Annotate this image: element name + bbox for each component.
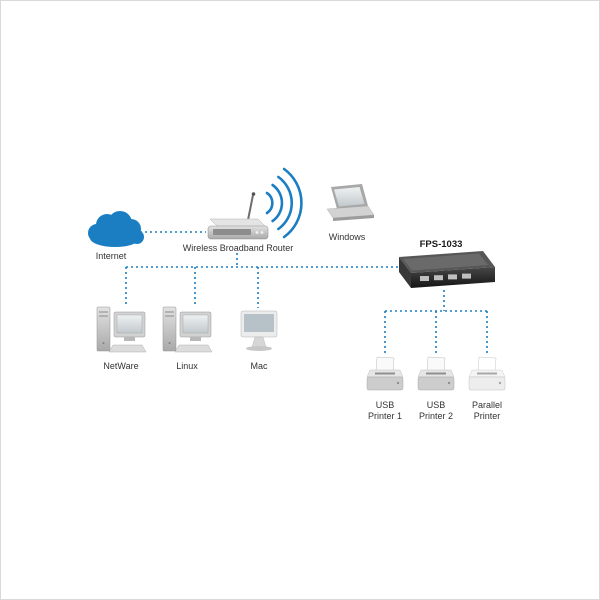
router-label: Wireless Broadband Router: [183, 243, 294, 253]
linux-computer-icon: [162, 306, 213, 353]
netware-label: NetWare: [103, 361, 138, 371]
parallel-printer-icon: [468, 356, 506, 391]
usb-printer-1-label-line1: USB: [376, 400, 395, 410]
windows-laptop-icon: [326, 184, 375, 221]
parallel-printer-label-line2: Printer: [474, 411, 501, 421]
print-server-label: FPS-1033: [420, 239, 463, 250]
mac-label: Mac: [250, 361, 268, 371]
windows-label: Windows: [329, 232, 366, 242]
usb-printer-1-icon: [366, 356, 404, 391]
netware-computer-icon: [96, 306, 147, 353]
wifi-signal-icon: [265, 167, 303, 239]
linux-label: Linux: [176, 361, 198, 371]
usb-printer-1-label-line2: Printer 1: [368, 411, 402, 421]
wireless-router-icon: [207, 192, 269, 240]
parallel-printer-label-line1: Parallel: [472, 400, 502, 410]
usb-printer-2-icon: [417, 356, 455, 391]
print-server-icon: [399, 251, 495, 288]
dotted-connectors: [125, 231, 488, 353]
mac-computer-icon: [240, 310, 278, 351]
usb-printer-2-label-line2: Printer 2: [419, 411, 453, 421]
usb-printer-2-label-line1: USB: [427, 400, 446, 410]
internet-cloud-icon: [88, 211, 144, 247]
internet-label: Internet: [96, 251, 127, 261]
